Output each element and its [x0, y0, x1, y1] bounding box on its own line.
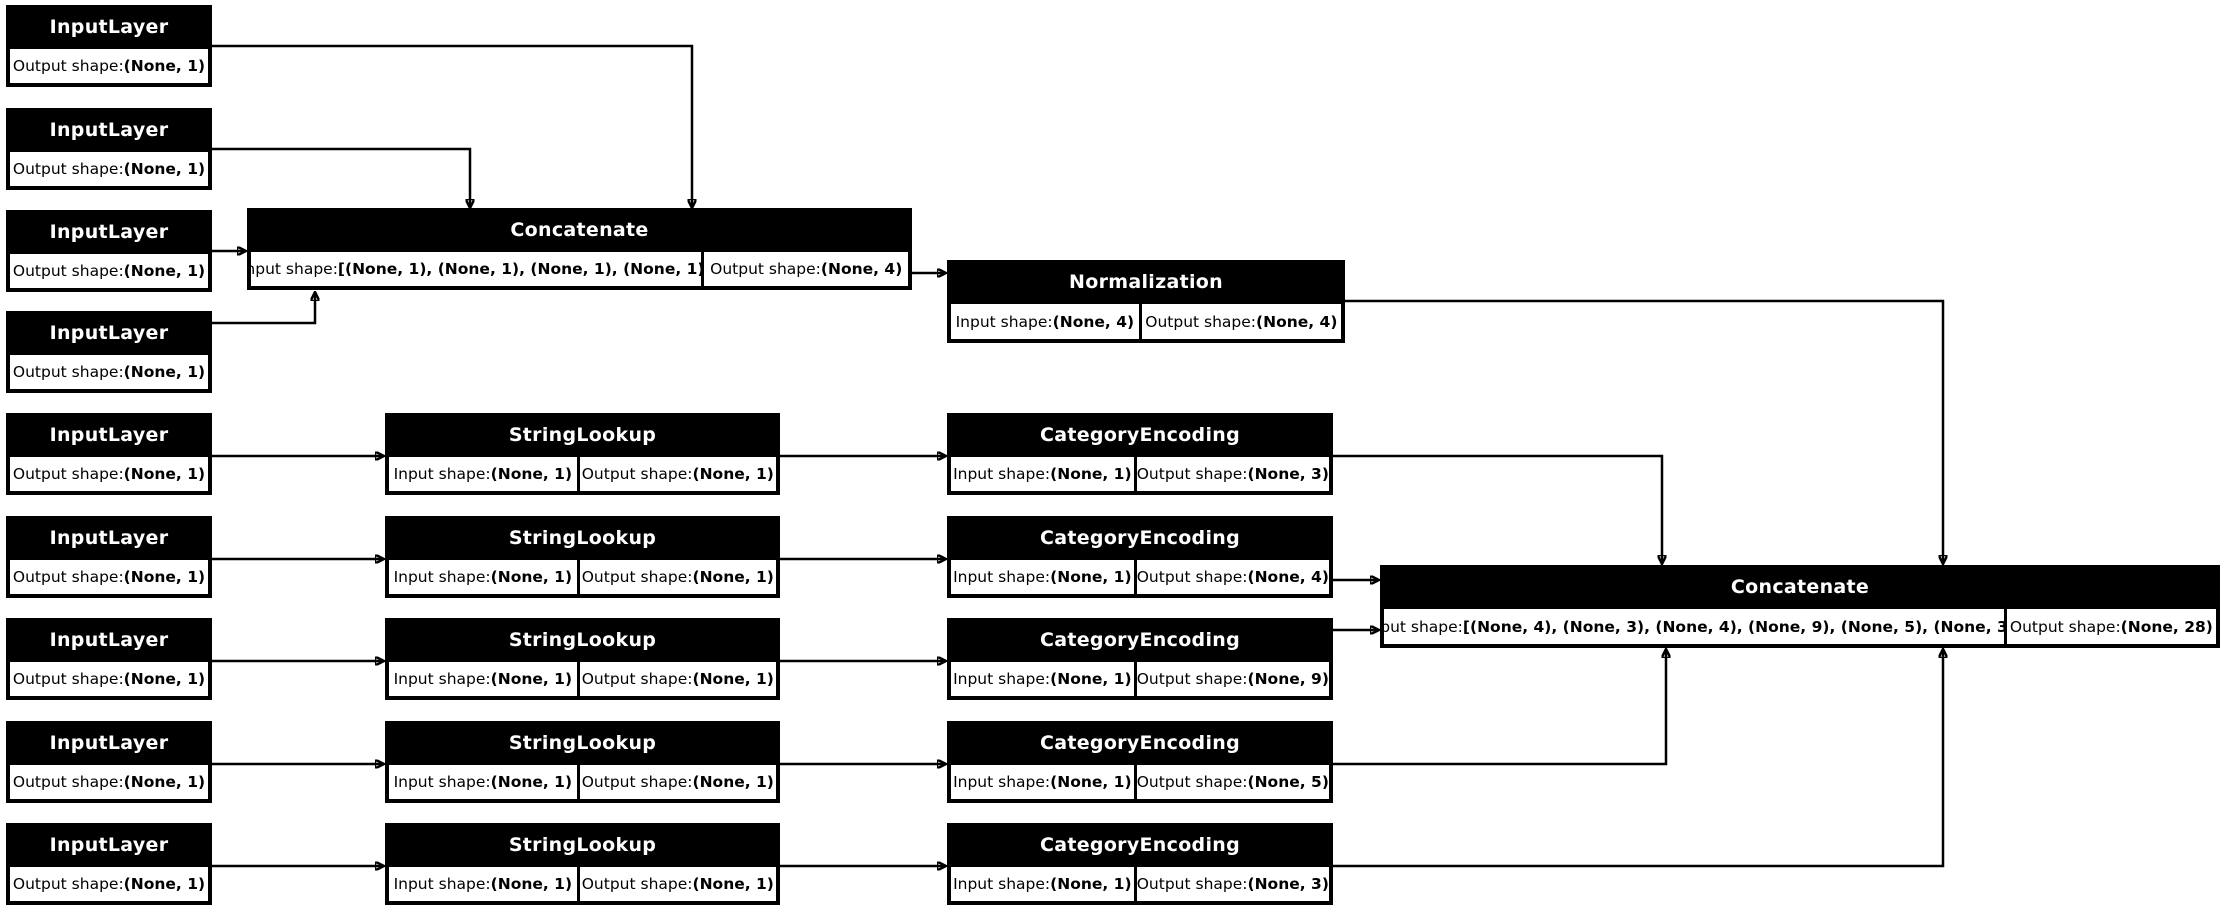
output-shape-cell: Output shape: (None, 1): [10, 49, 208, 83]
edge-catenc1-to-concat2: [1333, 454, 1662, 563]
node-concatenate-2: Concatenate Input shape: [(None, 4), (No…: [1380, 565, 2220, 648]
edge-normalization-to-concat2: [1345, 299, 1943, 563]
input-shape-cell: Input shape: (None, 1): [389, 457, 577, 491]
node-input-layer-2: InputLayer Output shape: (None, 1): [6, 108, 212, 190]
output-shape-cell: Output shape: (None, 1): [579, 765, 776, 799]
node-title: StringLookup: [508, 424, 657, 446]
node-category-encoding-4: CategoryEncoding Input shape: (None, 1) …: [947, 721, 1333, 803]
node-title: InputLayer: [49, 527, 169, 549]
input-shape-cell: Input shape: (None, 1): [951, 560, 1134, 594]
output-shape-cell: Output shape: (None, 4): [704, 252, 908, 286]
node-concatenate-1: Concatenate Input shape: [(None, 1), (No…: [247, 208, 912, 290]
output-shape-cell: Output shape: (None, 1): [10, 152, 208, 186]
node-category-encoding-3: CategoryEncoding Input shape: (None, 1) …: [947, 618, 1333, 700]
node-title: StringLookup: [508, 527, 657, 549]
node-category-encoding-5: CategoryEncoding Input shape: (None, 1) …: [947, 823, 1333, 905]
node-title: CategoryEncoding: [1039, 834, 1240, 856]
node-input-layer-5: InputLayer Output shape: (None, 1): [6, 413, 212, 495]
edge-input4-to-concat1: [212, 293, 315, 325]
node-title: Normalization: [1069, 271, 1223, 293]
node-title: CategoryEncoding: [1039, 527, 1240, 549]
node-string-lookup-4: StringLookup Input shape: (None, 1) Outp…: [385, 721, 780, 803]
node-string-lookup-3: StringLookup Input shape: (None, 1) Outp…: [385, 618, 780, 700]
input-shape-cell: Input shape: (None, 1): [951, 867, 1134, 901]
output-shape-cell: Output shape: (None, 4): [1136, 560, 1329, 594]
node-normalization: Normalization Input shape: (None, 4) Out…: [947, 260, 1345, 343]
output-shape-cell: Output shape: (None, 4): [1141, 304, 1341, 339]
node-title: Concatenate: [510, 219, 649, 241]
node-input-layer-7: InputLayer Output shape: (None, 1): [6, 618, 212, 700]
input-shape-cell: Input shape: (None, 1): [951, 662, 1134, 696]
output-shape-cell: Output shape: (None, 1): [579, 867, 776, 901]
input-shape-cell: Input shape: [(None, 1), (None, 1), (Non…: [251, 252, 702, 286]
node-string-lookup-2: StringLookup Input shape: (None, 1) Outp…: [385, 516, 780, 598]
edge-input2-to-concat1: [212, 147, 470, 207]
output-shape-cell: Output shape: (None, 9): [1136, 662, 1329, 696]
output-shape-cell: Output shape: (None, 1): [10, 560, 208, 594]
node-string-lookup-5: StringLookup Input shape: (None, 1) Outp…: [385, 823, 780, 905]
input-shape-cell: Input shape: (None, 1): [389, 560, 577, 594]
output-shape-cell: Output shape: (None, 1): [10, 662, 208, 696]
output-shape-cell: Output shape: (None, 1): [579, 457, 776, 491]
input-shape-cell: Input shape: (None, 1): [389, 867, 577, 901]
node-input-layer-4: InputLayer Output shape: (None, 1): [6, 311, 212, 393]
node-category-encoding-1: CategoryEncoding Input shape: (None, 1) …: [947, 413, 1333, 495]
node-title: InputLayer: [49, 221, 169, 243]
node-title: InputLayer: [49, 629, 169, 651]
node-title: StringLookup: [508, 834, 657, 856]
edge-input1-to-concat1: [212, 44, 692, 207]
input-shape-cell: Input shape: (None, 1): [951, 457, 1134, 491]
output-shape-cell: Output shape: (None, 1): [579, 662, 776, 696]
node-title: Concatenate: [1730, 576, 1870, 598]
node-title: CategoryEncoding: [1039, 732, 1240, 754]
output-shape-cell: Output shape: (None, 28): [2006, 609, 2216, 644]
edge-catenc5-to-concat2: [1333, 650, 1943, 868]
node-title: InputLayer: [49, 424, 169, 446]
node-input-layer-9: InputLayer Output shape: (None, 1): [6, 823, 212, 905]
output-shape-cell: Output shape: (None, 3): [1136, 457, 1329, 491]
node-title: CategoryEncoding: [1039, 629, 1240, 651]
output-shape-cell: Output shape: (None, 3): [1136, 867, 1329, 901]
node-title: StringLookup: [508, 732, 657, 754]
output-shape-cell: Output shape: (None, 1): [10, 867, 208, 901]
node-category-encoding-2: CategoryEncoding Input shape: (None, 1) …: [947, 516, 1333, 598]
input-shape-cell: Input shape: (None, 1): [951, 765, 1134, 799]
node-input-layer-6: InputLayer Output shape: (None, 1): [6, 516, 212, 598]
input-shape-cell: Input shape: (None, 1): [389, 765, 577, 799]
node-input-layer-3: InputLayer Output shape: (None, 1): [6, 210, 212, 292]
output-shape-cell: Output shape: (None, 1): [10, 457, 208, 491]
node-title: InputLayer: [49, 732, 169, 754]
input-shape-cell: Input shape: (None, 4): [951, 304, 1139, 339]
node-title: InputLayer: [49, 834, 169, 856]
output-shape-cell: Output shape: (None, 5): [1136, 765, 1329, 799]
output-shape-cell: Output shape: (None, 1): [10, 254, 208, 288]
node-title: InputLayer: [49, 16, 169, 38]
node-title: InputLayer: [49, 322, 169, 344]
node-title: InputLayer: [49, 119, 169, 141]
output-shape-cell: Output shape: (None, 1): [10, 355, 208, 389]
node-title: StringLookup: [508, 629, 657, 651]
node-string-lookup-1: StringLookup Input shape: (None, 1) Outp…: [385, 413, 780, 495]
output-shape-cell: Output shape: (None, 1): [579, 560, 776, 594]
node-title: CategoryEncoding: [1039, 424, 1240, 446]
edge-catenc4-to-concat2: [1333, 650, 1666, 766]
node-input-layer-1: InputLayer Output shape: (None, 1): [6, 5, 212, 87]
output-shape-cell: Output shape: (None, 1): [10, 765, 208, 799]
node-input-layer-8: InputLayer Output shape: (None, 1): [6, 721, 212, 803]
input-shape-cell: Input shape: [(None, 4), (None, 3), (Non…: [1384, 609, 2004, 644]
input-shape-cell: Input shape: (None, 1): [389, 662, 577, 696]
